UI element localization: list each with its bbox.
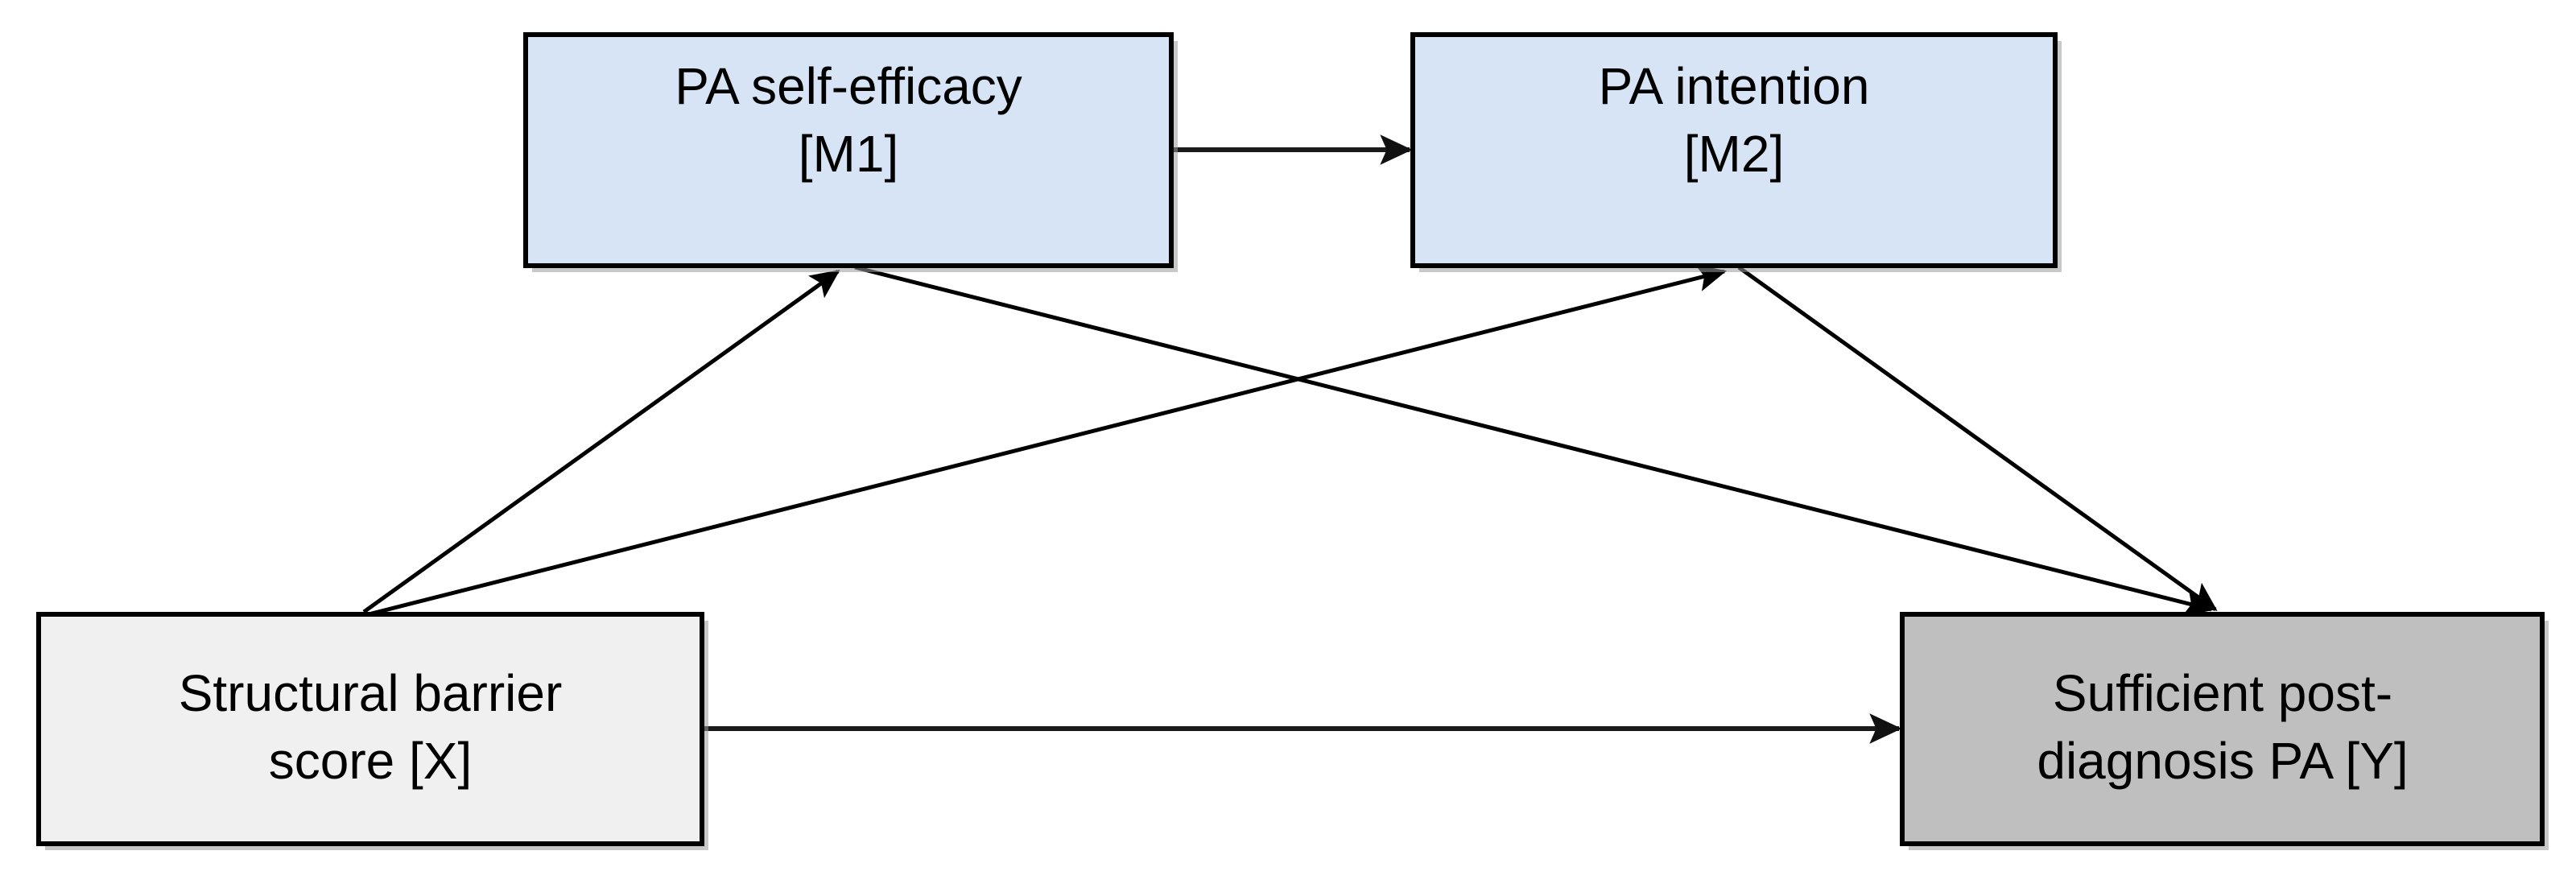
edge-x-to-m1 (362, 269, 840, 614)
node-label-x-line1: Structural barrier (179, 664, 563, 722)
node-pa-self-efficacy[interactable]: PA self-efficacy [M1] (523, 32, 1178, 272)
node-label-x-line2: score [X] (269, 732, 473, 790)
node-label-m1-line2: [M1] (799, 125, 898, 183)
node-label-m2-line1: PA intention (1599, 57, 1870, 115)
node-label-m1-line1: PA self-efficacy (675, 57, 1022, 115)
node-pa-intention[interactable]: PA intention [M2] (1410, 32, 2062, 272)
edge-layer (362, 134, 2218, 744)
node-structural-barrier-score[interactable]: Structural barrier score [X] (36, 612, 708, 850)
edge-x-to-m2 (365, 264, 1728, 618)
node-rect-y[interactable] (1900, 612, 2545, 846)
node-label-y-line1: Sufficient post- (2053, 664, 2392, 722)
node-label-y-line2: diagnosis PA [Y] (2037, 732, 2408, 790)
node-label-m2-line2: [M2] (1684, 125, 1784, 183)
node-sufficient-post-diagnosis-pa[interactable]: Sufficient post- diagnosis PA [Y] (1900, 612, 2549, 850)
edge-m1-to-y (854, 265, 2215, 617)
node-rect-m1[interactable] (523, 32, 1174, 268)
node-rect-x[interactable] (36, 612, 704, 846)
edge-m2-to-y (1737, 265, 2218, 612)
node-rect-m2[interactable] (1410, 32, 2058, 268)
